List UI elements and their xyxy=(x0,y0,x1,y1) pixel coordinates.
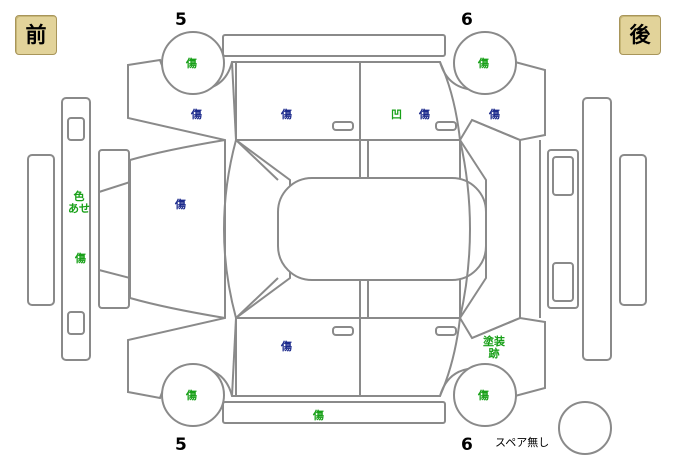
rear-bumper-outer xyxy=(582,97,612,361)
tire-number-top-right: 6 xyxy=(461,10,473,30)
roof xyxy=(277,177,487,281)
mark-bottom-side-step: 傷 xyxy=(313,409,324,422)
tire-top-right xyxy=(453,31,517,95)
front-hood-outline xyxy=(129,139,226,319)
mark-tire-top-left: 傷 xyxy=(186,57,197,70)
mark-bumper-color-fade: 色 あせ xyxy=(68,190,90,215)
spare-label: スペア無し xyxy=(495,436,550,449)
mark-top-front-door: 傷 xyxy=(281,108,292,121)
mark-tire-bottom-left: 傷 xyxy=(186,389,197,402)
tire-number-bottom-right: 6 xyxy=(461,435,473,455)
mark-hood: 傷 xyxy=(175,198,186,211)
front-end-panel xyxy=(27,154,55,306)
mark-bottom-front-door: 傷 xyxy=(281,340,292,353)
mark-top-rear-door: 傷 xyxy=(419,108,430,121)
mark-bumper-scratch: 傷 xyxy=(75,252,86,265)
bottom-side-step xyxy=(222,401,446,424)
top-side-step xyxy=(222,34,446,57)
front-bumper-outer xyxy=(61,97,91,361)
tire-top-left xyxy=(161,31,225,95)
rear-window xyxy=(459,139,487,319)
mark-tire-top-right: 傷 xyxy=(478,57,489,70)
mark-top-rear-fender: 傷 xyxy=(489,108,500,121)
mark-bottom-rear-fender-repaint: 塗装 跡 xyxy=(483,335,505,360)
tire-bottom-left xyxy=(161,363,225,427)
mark-top-rear-door-dent: 凹 xyxy=(391,108,402,121)
rear-hatch xyxy=(471,119,521,339)
rear-badge: 後 xyxy=(619,15,661,55)
mark-tire-bottom-right: 傷 xyxy=(478,389,489,402)
mark-top-front-fender: 傷 xyxy=(191,108,202,121)
rear-end-panel xyxy=(619,154,647,306)
front-badge: 前 xyxy=(15,15,57,55)
front-bumper xyxy=(98,149,130,309)
spare-tire xyxy=(558,401,612,455)
tire-number-bottom-left: 5 xyxy=(175,435,187,455)
tire-bottom-right xyxy=(453,363,517,427)
top-rear-door xyxy=(359,61,462,141)
tire-number-top-left: 5 xyxy=(175,10,187,30)
